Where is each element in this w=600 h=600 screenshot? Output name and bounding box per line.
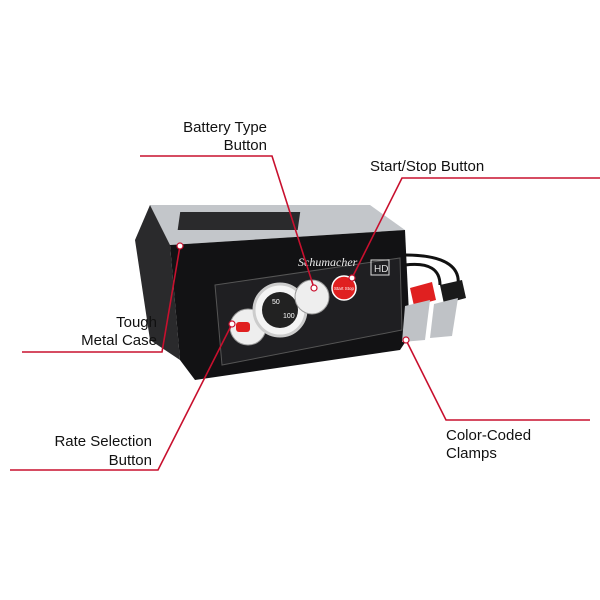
leader-dots [176,242,410,344]
label-clamps-line2: Clamps [446,445,497,462]
label-clamps-line1: Color-Coded [446,427,531,444]
label-battery-type-line2: Button [224,137,267,154]
label-rate-selection-line1: Rate Selection [54,433,152,450]
black-clamp [440,280,466,304]
label-rate-selection-line2: Button [109,452,152,469]
label-battery-type-line1: Battery Type [183,119,267,136]
leader-lines [10,155,600,471]
gauge-value-100: 100 [283,313,295,320]
dot-rate-selection [228,320,236,328]
leader-battery-type [140,155,315,289]
hd-badge [370,259,390,276]
start-stop-button-label: Start Stop [334,286,355,291]
start-stop-button[interactable] [331,275,357,301]
red-clamp-jaw [402,300,430,342]
dot-battery-type [310,284,318,292]
leader-metal-case [22,245,181,353]
leader-start-stop [351,177,600,279]
black-clamp-jaw [430,298,458,338]
leader-rate-selection [10,323,233,471]
hd-badge-text: HD [374,264,388,275]
gauge-value-50: 50 [272,299,280,306]
gauge-center [262,292,298,328]
red-clamp [410,282,436,306]
battery-charger: Schumacher HD 50 100 Start Stop [135,205,410,380]
leader-clamps [405,339,590,421]
label-metal-case-line2: Metal Case [81,332,157,349]
label-start-stop: Start/Stop Button [370,158,484,175]
charger-side-case [135,205,180,360]
cables-and-clamps [402,253,466,342]
dot-metal-case [176,242,184,250]
rate-button[interactable] [236,322,250,332]
dot-clamps [402,336,410,344]
dot-start-stop [348,274,356,282]
top-handle-recess [177,212,301,230]
label-metal-case-line1: Tough [116,314,157,331]
brand-logo: Schumacher [298,255,358,269]
